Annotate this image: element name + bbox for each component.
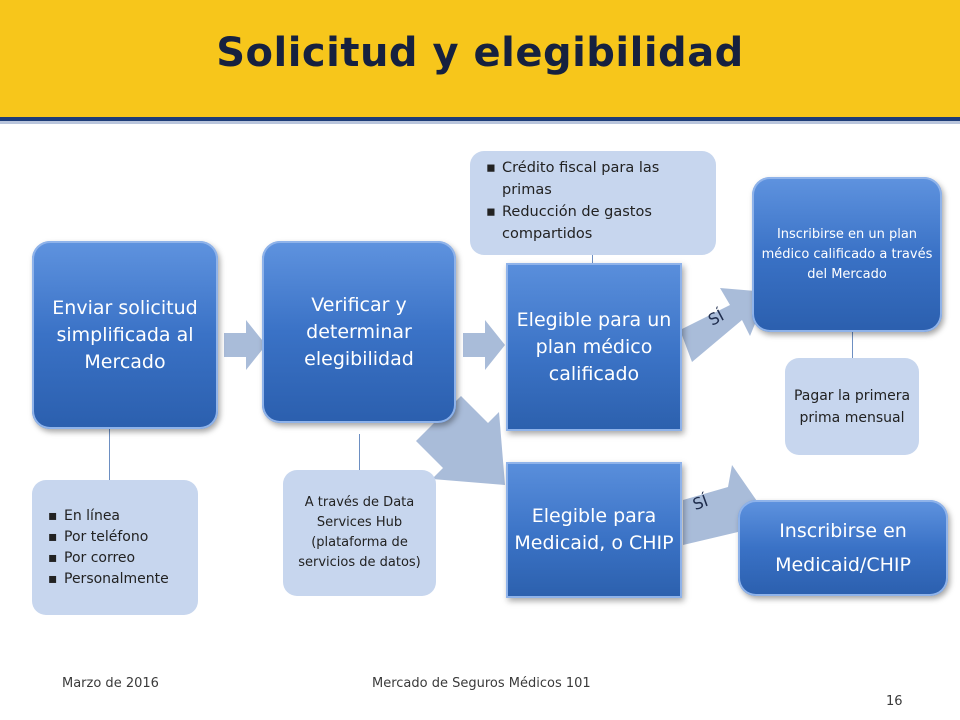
step-eligible-qhp-text: Elegible para un plan médico calificado [516, 308, 672, 385]
step-enroll-qhp: Inscribirse en un plan médico calificado… [752, 177, 942, 332]
verify-via-text: A través de Data Services Hub (plataform… [298, 495, 421, 570]
benefit-item: Crédito fiscal para las primas [482, 157, 706, 201]
connector-submit-note [109, 428, 110, 480]
connector-qhp-note [592, 250, 593, 264]
step-verify-text: Verificar y determinar elegibilidad [304, 293, 414, 370]
step-eligible-qhp: Elegible para un plan médico calificado [506, 263, 682, 431]
connector-verify-note [359, 434, 360, 470]
header-rule [0, 117, 960, 121]
title-banner [0, 0, 960, 117]
step-eligible-medicaid: Elegible para Medicaid, o CHIP [506, 462, 682, 598]
step-enroll-qhp-text: Inscribirse en un plan médico calificado… [761, 226, 933, 282]
note-submit-methods: En línea Por teléfono Por correo Persona… [32, 480, 198, 615]
method-item: Por teléfono [44, 527, 192, 548]
note-qhp-benefits: Crédito fiscal para las primas Reducción… [470, 151, 716, 255]
method-item: En línea [44, 506, 192, 527]
arrow-verify-to-qhp [463, 320, 505, 370]
header-rule-light [0, 121, 960, 124]
note-verify-via: A través de Data Services Hub (plataform… [283, 470, 436, 596]
first-premium-text: Pagar la primera prima mensual [793, 387, 911, 426]
method-item: Personalmente [44, 569, 192, 590]
arrow-verify-to-medicaid [416, 396, 505, 485]
step-enroll-medicaid: Inscribirse en Medicaid/CHIP [738, 500, 948, 596]
footer-course: Mercado de Seguros Médicos 101 [372, 676, 591, 691]
footer-date: Marzo de 2016 [62, 676, 159, 691]
step-enroll-medicaid-line2: Medicaid/CHIP [775, 554, 911, 576]
yes-label-medicaid: SÍ [690, 491, 711, 514]
step-submit-application: Enviar solicitud simplificada al Mercado [32, 241, 218, 429]
step-submit-text: Enviar solicitud simplificada al Mercado [52, 296, 198, 373]
connector-enroll-note [852, 330, 853, 358]
arrow-yes-qhp [680, 288, 768, 362]
method-item: Por correo [44, 548, 192, 569]
page-number: 16 [886, 694, 903, 709]
step-enroll-medicaid-line1: Inscribirse en [779, 520, 907, 542]
page-title: Solicitud y elegibilidad [216, 30, 744, 76]
benefit-item: Reducción de gastos compartidos [482, 201, 706, 245]
step-eligible-medicaid-text: Elegible para Medicaid, o CHIP [514, 505, 674, 554]
arrow-submit-to-verify [224, 320, 266, 370]
note-first-premium: Pagar la primera prima mensual [785, 358, 919, 455]
step-verify-eligibility: Verificar y determinar elegibilidad [262, 241, 456, 423]
